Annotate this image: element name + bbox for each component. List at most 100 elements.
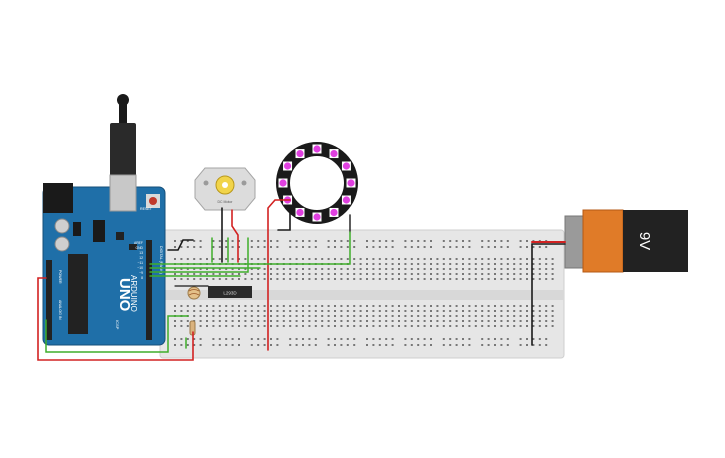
breadboard-hole [391,310,394,312]
breadboard-hole [295,338,298,340]
neopixel-led [330,208,338,217]
breadboard-hole [372,325,375,327]
breadboard-hole [308,325,311,327]
breadboard-hole [378,320,381,322]
breadboard-hole [193,268,196,270]
breadboard-hole [500,320,503,322]
crystal [93,220,105,242]
breadboard-hole [359,310,362,312]
breadboard-hole [468,263,471,265]
breadboard-hole [334,338,336,340]
breadboard-hole [436,273,439,275]
breadboard-hole [244,268,247,270]
chip-label: L293D [223,291,237,296]
breadboard-hole [385,246,388,248]
wire-green[interactable] [149,237,249,273]
breadboard-hole [430,344,432,346]
dc-motor[interactable]: DC Motor [194,167,256,211]
breadboard-hole [346,305,349,307]
breadboard-hole [186,305,189,307]
breadboard-hole [481,315,484,317]
breadboard-hole [481,258,484,260]
breadboard-hole [327,273,330,275]
breadboard-hole [410,263,413,265]
breadboard-hole [455,240,458,242]
breadboard-hole [506,325,509,327]
photoresistor[interactable] [187,286,201,300]
breadboard-hole [263,315,266,317]
breadboard-hole [462,320,464,322]
breadboard-hole [186,240,189,242]
breadboard-hole [250,310,253,312]
breadboard-hole [282,273,285,275]
breadboard-hole [494,240,496,242]
breadboard-hole [250,240,253,242]
breadboard-hole [244,315,247,317]
breadboard-hole [359,315,362,317]
breadboard-hole [538,305,541,307]
wire-red[interactable] [231,209,239,263]
breadboard-hole [442,273,445,275]
breadboard-hole [270,325,272,327]
breadboard-hole [225,320,228,322]
breadboard-hole [225,278,228,280]
wire-green[interactable] [149,231,351,265]
breadboard-hole [225,258,228,260]
l293d-chip[interactable]: L293D [208,286,252,298]
breadboard-hole [532,258,535,260]
neopixel-ring[interactable] [276,142,358,224]
breadboard-hole [276,310,279,312]
breadboard-hole [410,315,413,317]
breadboard-hole [481,305,484,307]
arduino-uno[interactable]: ARDUINO UNO DIGITAL (PWM~) ANALOG IN POW… [42,94,166,346]
breadboard-hole [481,325,484,327]
wire-black[interactable] [167,239,194,251]
reset-button-cap[interactable] [149,197,157,205]
breadboard-hole [359,263,362,265]
digital-header[interactable] [146,240,152,340]
breadboard-hole [538,273,541,275]
power-analog-header[interactable] [46,260,52,340]
breadboard-hole [308,310,311,312]
breadboard[interactable] [159,229,565,359]
breadboard-hole [238,273,240,275]
breadboard-hole [404,305,407,307]
wire-black[interactable] [277,209,291,231]
breadboard-hole [302,268,304,270]
breadboard-hole [500,258,503,260]
breadboard-hole [404,320,407,322]
breadboard-hole [321,268,324,270]
breadboard-hole [532,344,535,346]
breadboard-hole [462,278,464,280]
breadboard-hole [449,310,452,312]
wire-red[interactable] [267,199,291,351]
breadboard-hole [270,338,272,340]
breadboard-hole [302,258,304,260]
breadboard-hole [545,344,548,346]
breadboard-hole [519,338,522,340]
breadboard-hole [391,273,394,275]
breadboard-hole [500,338,503,340]
wire-green[interactable] [45,315,189,353]
neopixel-led [313,145,321,153]
breadboard-hole [474,278,477,280]
breadboard-hole [398,320,400,322]
breadboard-hole [538,246,541,248]
breadboard-hole [250,305,253,307]
breadboard-hole [340,325,343,327]
breadboard-hole [186,325,189,327]
breadboard-hole [308,273,311,275]
breadboard-hole [417,325,420,327]
breadboard-hole [359,278,362,280]
neopixel-led [279,179,287,187]
wire-red[interactable] [37,277,194,361]
battery-9v[interactable]: 9V [564,209,688,273]
breadboard-hole [404,263,407,265]
breadboard-hole [218,310,221,312]
breadboard-hole [487,310,490,312]
wire-black[interactable] [531,243,566,346]
breadboard-hole [506,310,509,312]
breadboard-hole [372,315,375,317]
breadboard-hole [302,310,304,312]
breadboard-hole [212,325,215,327]
